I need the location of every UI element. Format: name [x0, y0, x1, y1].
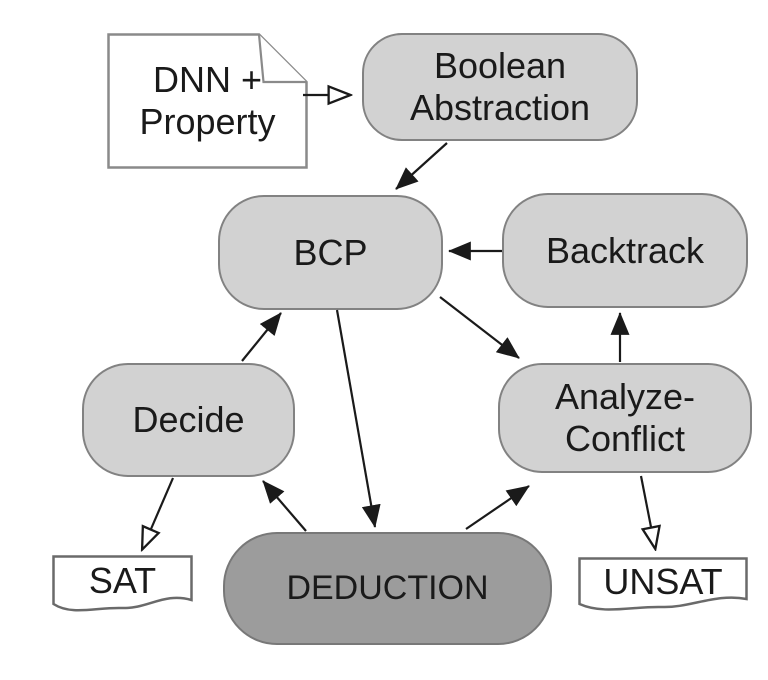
node-analyze-conflict: Analyze- Conflict [498, 363, 752, 473]
edge-deduction-to-analyze-conflict [465, 485, 530, 530]
node-unsat: UNSAT [578, 557, 748, 617]
edge-boolean-abstraction-to-bcp [395, 142, 448, 190]
node-bcp: BCP [218, 195, 443, 310]
edge-deduction-to-decide [262, 480, 307, 532]
node-unsat-label: UNSAT [603, 561, 723, 603]
node-backtrack: Backtrack [502, 193, 748, 308]
edge-decide-to-bcp [241, 312, 282, 362]
edge-bcp-to-analyze-conflict [439, 296, 520, 359]
node-boolean-abstraction: Boolean Abstraction [362, 33, 638, 141]
wavy-document-shape-icon [52, 555, 193, 612]
edge-bcp-to-deduction [335, 309, 381, 528]
node-decide: Decide [82, 363, 295, 477]
wavy-document-shape-icon [578, 557, 748, 611]
node-dnn-property-label: DNN + Property [139, 59, 276, 142]
node-sat-label: SAT [88, 560, 157, 602]
document-shape-icon [107, 33, 308, 169]
node-dnn-property: DNN + Property [107, 33, 308, 169]
node-sat: SAT [52, 555, 193, 617]
node-deduction: DEDUCTION [223, 532, 552, 645]
edge-analyze-conflict-to-unsat [639, 475, 651, 527]
edge-decide-to-sat [151, 477, 175, 529]
